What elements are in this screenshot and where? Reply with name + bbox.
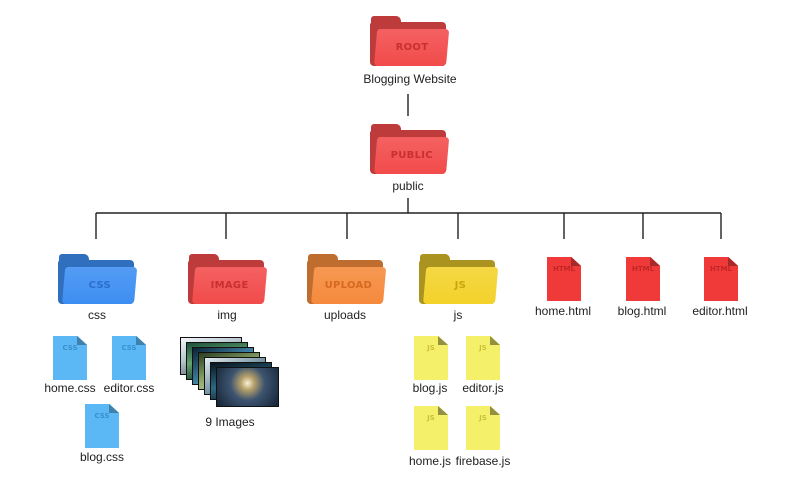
file-label-editor-js: editor.js [462, 381, 504, 395]
folder-icon: CSS [58, 254, 138, 304]
doc-icon-text: HTML [631, 265, 655, 273]
html-file-icon: HTML [626, 257, 660, 301]
file-label-blog-css: blog.css [79, 450, 125, 464]
file-label-home-js: home.js [408, 454, 452, 468]
folder-icon: ROOT [370, 16, 450, 66]
file-label-home-css: home.css [44, 381, 96, 395]
folder-icon-text: ROOT [395, 42, 428, 53]
js-file-icon: JS [466, 406, 500, 450]
file-label-blog-js: blog.js [412, 381, 448, 395]
css-file-icon: CSS [53, 336, 87, 380]
folder-icon: JS [419, 254, 499, 304]
folder-icon-text: IMAGE [210, 280, 249, 291]
folder-label-img: img [217, 308, 237, 322]
file-label-editor-html: editor.html [692, 304, 748, 318]
css-file-icon: CSS [112, 336, 146, 380]
public-label: public [392, 179, 424, 193]
folder-icon-text: JS [454, 280, 467, 291]
doc-icon-text: JS [427, 414, 435, 422]
html-file-icon: HTML [547, 257, 581, 301]
folder-icon-text: PUBLIC [390, 150, 433, 161]
folder-label-css: css [88, 308, 106, 322]
folder-icon: PUBLIC [370, 124, 450, 174]
js-file-icon: JS [414, 336, 448, 380]
folder-icon-text: UPLOAD [324, 280, 373, 291]
doc-icon-text: CSS [121, 344, 137, 352]
html-file-icon: HTML [704, 257, 738, 301]
doc-icon-text: JS [427, 344, 435, 352]
doc-icon-text: CSS [62, 344, 78, 352]
folder-icon: IMAGE [188, 254, 268, 304]
root-label: Blogging Website [363, 72, 457, 86]
js-file-icon: JS [466, 336, 500, 380]
doc-icon-text: JS [479, 344, 487, 352]
file-label-home-html: home.html [534, 304, 592, 318]
images-label: 9 Images [205, 415, 255, 429]
file-label-editor-css: editor.css [103, 381, 155, 395]
photo-thumbnail [216, 367, 279, 407]
folder-icon-text: CSS [88, 280, 111, 291]
doc-icon-text: HTML [709, 265, 733, 273]
folder-label-uploads: uploads [323, 308, 367, 322]
folder-icon: UPLOAD [307, 254, 387, 304]
folder-label-js: js [453, 308, 463, 322]
file-label-blog-html: blog.html [617, 304, 667, 318]
doc-icon-text: CSS [94, 412, 110, 420]
doc-icon-text: JS [479, 414, 487, 422]
doc-icon-text: HTML [552, 265, 576, 273]
css-file-icon: CSS [85, 404, 119, 448]
file-label-firebase-js: firebase.js [455, 454, 511, 468]
js-file-icon: JS [414, 406, 448, 450]
